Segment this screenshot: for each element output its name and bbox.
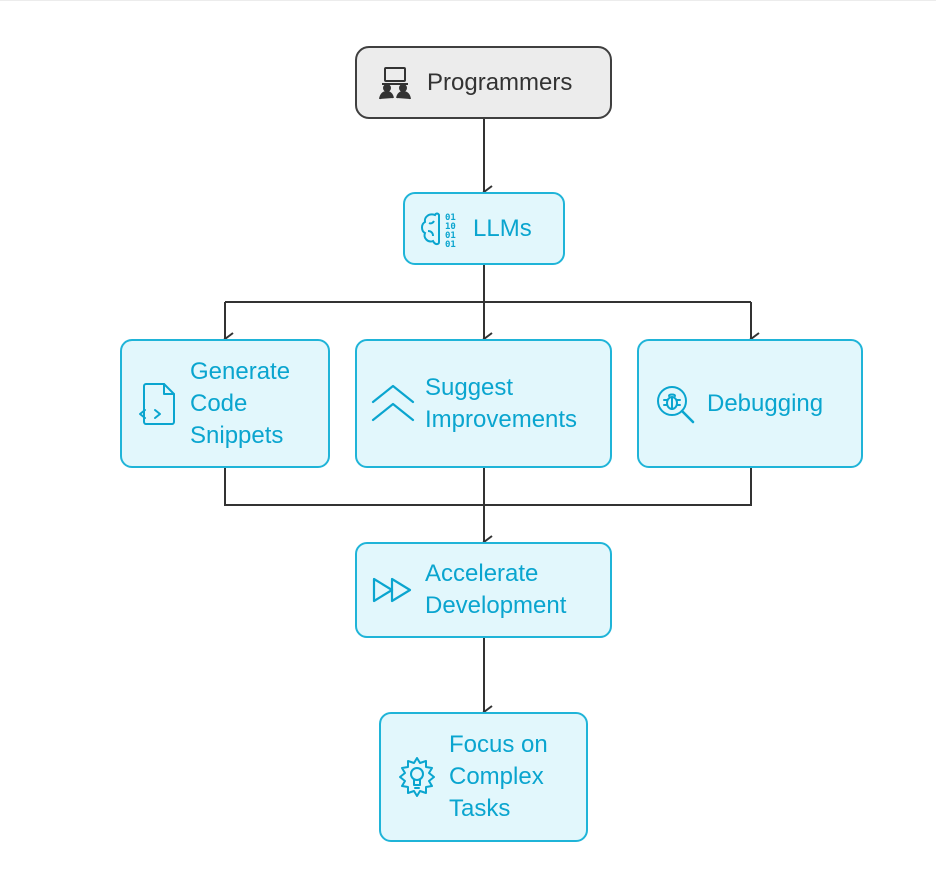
code-file-icon [136, 380, 180, 428]
bug-magnifier-icon [655, 384, 695, 424]
node-generate-code-snippets: Generate Code Snippets [120, 339, 330, 468]
node-label: Suggest Improvements [425, 373, 578, 433]
node-llms: 01 10 01 01 LLMs [403, 192, 565, 265]
node-label: Programmers [427, 68, 573, 96]
svg-text:01: 01 [445, 240, 456, 249]
node-programmers: Programmers [355, 46, 612, 119]
node-debugging: Debugging [637, 339, 863, 468]
top-border-line [0, 0, 936, 1]
svg-text:10: 10 [445, 222, 456, 232]
svg-text:01: 01 [445, 213, 456, 223]
fast-forward-icon [371, 574, 415, 606]
node-accelerate-development: Accelerate Development [355, 542, 612, 638]
svg-text:01: 01 [445, 231, 456, 241]
node-suggest-improvements: Suggest Improvements [355, 339, 612, 468]
node-focus-complex-tasks: Focus on Complex Tasks [379, 712, 588, 842]
brain-binary-icon: 01 10 01 01 [419, 209, 465, 249]
node-label: LLMs [473, 214, 532, 242]
gear-lightbulb-icon [395, 755, 439, 799]
node-label: Focus on Complex Tasks [449, 731, 548, 822]
node-label: Debugging [707, 389, 824, 417]
merge-line [224, 468, 752, 506]
node-label: Generate Code Snippets [190, 357, 291, 449]
node-label: Accelerate Development [425, 560, 567, 619]
programmers-laptop-icon [377, 65, 413, 101]
chevrons-up-icon [371, 382, 415, 426]
branch-line [225, 265, 751, 303]
